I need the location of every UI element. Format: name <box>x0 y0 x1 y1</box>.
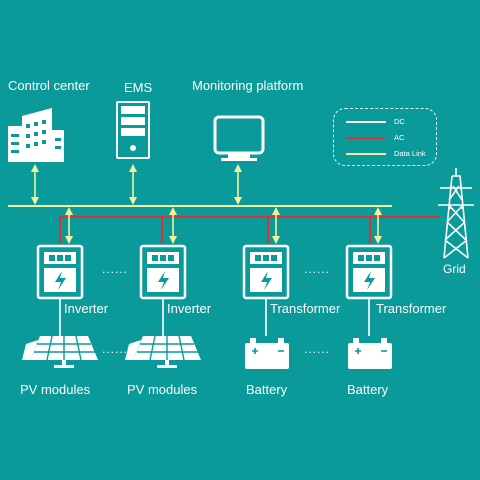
legend-dc-label: DC <box>394 117 405 126</box>
battery-label: Battery <box>246 382 288 397</box>
transmission-tower-icon <box>438 168 474 259</box>
ellipsis: ...... <box>304 342 331 356</box>
battery-icon <box>245 338 289 369</box>
legend-ac-label: AC <box>394 133 405 142</box>
inverter-icon <box>242 244 290 300</box>
solar-panel-icon <box>125 335 201 368</box>
inverter-label: Inverter <box>64 301 109 316</box>
legend-ac-line <box>346 137 386 139</box>
ems-label: EMS <box>124 80 153 95</box>
transformer-label: Transformer <box>376 301 447 316</box>
inverter-label: Inverter <box>167 301 212 316</box>
battery-icon <box>348 338 392 369</box>
legend-data-link: Data Link <box>346 149 436 159</box>
monitoring-platform-label: Monitoring platform <box>192 78 304 93</box>
ellipsis: ...... <box>102 342 129 356</box>
legend-ac: AC <box>346 133 436 143</box>
ellipsis: ...... <box>304 262 331 276</box>
inverter-icon <box>139 244 187 300</box>
server-icon <box>116 101 150 159</box>
monitor-icon <box>213 115 265 161</box>
legend: DC AC Data Link <box>333 108 437 166</box>
ellipsis: ...... <box>102 262 129 276</box>
pv-modules-label: PV modules <box>20 382 91 397</box>
legend-data-link-label: Data Link <box>394 149 426 158</box>
legend-dc: DC <box>346 117 436 127</box>
battery-label: Battery <box>347 382 389 397</box>
legend-dc-line <box>346 121 386 123</box>
solar-panel-icon <box>22 335 98 368</box>
inverter-icon <box>345 244 393 300</box>
transformer-label: Transformer <box>270 301 341 316</box>
grid-label: Grid <box>443 262 466 276</box>
pv-modules-label: PV modules <box>127 382 198 397</box>
control-center-label: Control center <box>8 78 90 93</box>
building-icon <box>8 108 64 162</box>
ac-bus <box>59 216 440 244</box>
legend-data-link-line <box>346 153 386 155</box>
inverter-icon <box>36 244 84 300</box>
